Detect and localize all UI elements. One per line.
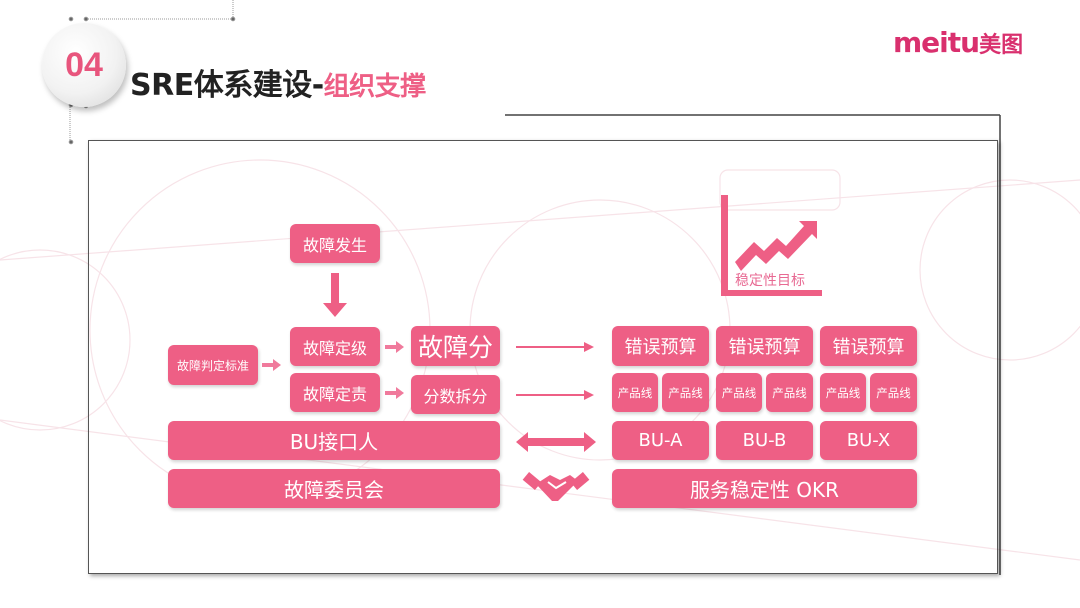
arrow-down-icon [323, 273, 347, 317]
incident-occurs-box: 故障发生 [290, 224, 380, 263]
bu-b-box: BU-B [716, 421, 813, 460]
error-budget-box: 错误预算 [716, 326, 813, 366]
bu-a-box: BU-A [612, 421, 709, 460]
service-stability-okr-bar: 服务稳定性 OKR [612, 469, 917, 508]
product-line-box: 产品线 [870, 373, 917, 412]
page-title: SRE体系建设-组织支撑 [130, 60, 426, 104]
bu-contact-bar: BU接口人 [168, 421, 500, 460]
long-arrow-right-icon [516, 342, 594, 352]
bu-x-box: BU-X [820, 421, 917, 460]
incident-grading-box: 故障定级 [290, 327, 380, 366]
product-line-box: 产品线 [820, 373, 866, 412]
incident-responsibility-box: 故障定责 [290, 373, 380, 412]
incident-score-box: 故障分 [411, 326, 500, 366]
handshake-icon [522, 472, 590, 501]
meitu-logo: meitu美图 [893, 26, 1024, 59]
error-budget-box: 错误预算 [820, 326, 917, 366]
arrow-right-icon [262, 359, 281, 371]
score-split-box: 分数拆分 [411, 375, 500, 414]
stability-chart-icon [721, 195, 822, 296]
product-line-box: 产品线 [662, 373, 709, 412]
double-arrow-icon [516, 432, 596, 452]
error-budget-box: 错误预算 [612, 326, 709, 366]
product-line-box: 产品线 [612, 373, 658, 412]
title-main: SRE体系建设- [130, 68, 324, 103]
product-line-box: 产品线 [716, 373, 762, 412]
long-arrow-right-icon [516, 390, 594, 400]
section-number-badge: 04 [42, 23, 126, 107]
title-sub: 组织支撑 [323, 72, 427, 102]
arrow-right-icon [385, 341, 404, 353]
judgment-standard-box: 故障判定标准 [168, 345, 258, 385]
product-line-box: 产品线 [766, 373, 813, 412]
arrow-right-icon [385, 387, 404, 399]
content-frame [88, 140, 998, 574]
stability-target-label: 稳定性目标 [735, 273, 805, 289]
incident-committee-bar: 故障委员会 [168, 469, 500, 508]
